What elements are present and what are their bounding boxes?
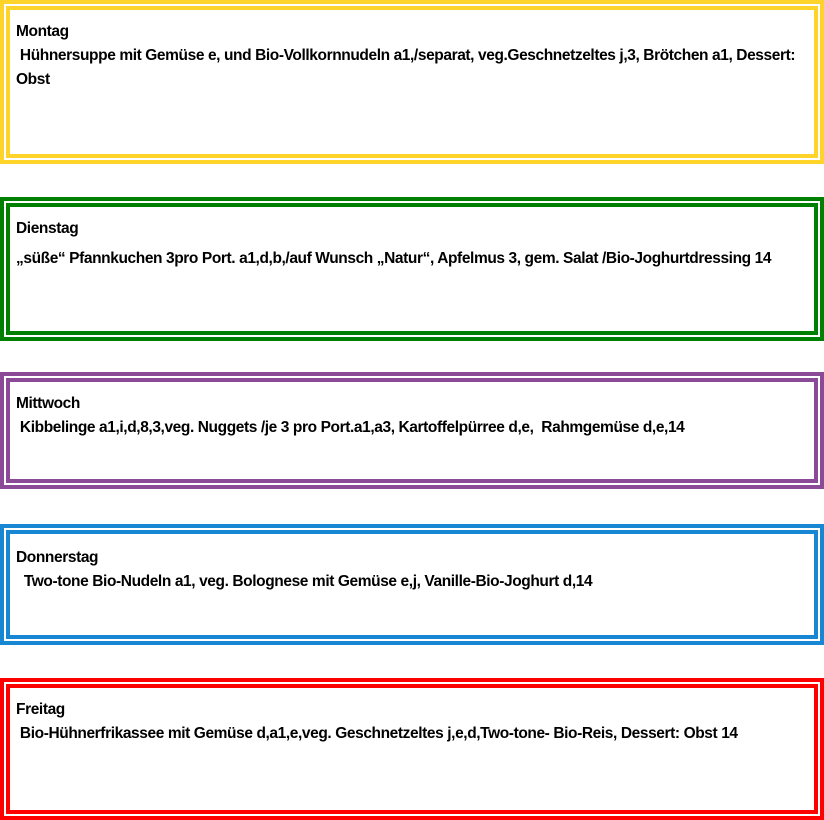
day-menu: „süße“ Pfannkuchen 3pro Port. a1,d,b,/au…	[16, 250, 772, 267]
day-title: Freitag	[16, 701, 65, 718]
day-box-mittwoch: Mittwoch Kibbelinge a1,i,d,8,3,veg. Nugg…	[0, 372, 824, 489]
day-menu: Kibbelinge a1,i,d,8,3,veg. Nuggets /je 3…	[16, 419, 685, 436]
day-title: Donnerstag	[16, 549, 99, 566]
day-title: Mittwoch	[16, 395, 80, 412]
day-menu: Two-tone Bio-Nudeln a1, veg. Bolognese m…	[16, 573, 593, 590]
day-title: Montag	[16, 23, 69, 40]
day-title: Dienstag	[16, 220, 79, 237]
day-menu: Hühnersuppe mit Gemüse e, und Bio-Vollko…	[16, 47, 800, 88]
day-menu: Bio-Hühnerfrikassee mit Gemüse d,a1,e,ve…	[16, 725, 738, 742]
day-box-dienstag: Dienstag „süße“ Pfannkuchen 3pro Port. a…	[0, 197, 824, 341]
day-box-montag: Montag Hühnersuppe mit Gemüse e, und Bio…	[0, 0, 824, 164]
day-box-donnerstag: Donnerstag Two-tone Bio-Nudeln a1, veg. …	[0, 524, 824, 645]
day-box-freitag: Freitag Bio-Hühnerfrikassee mit Gemüse d…	[0, 678, 824, 820]
